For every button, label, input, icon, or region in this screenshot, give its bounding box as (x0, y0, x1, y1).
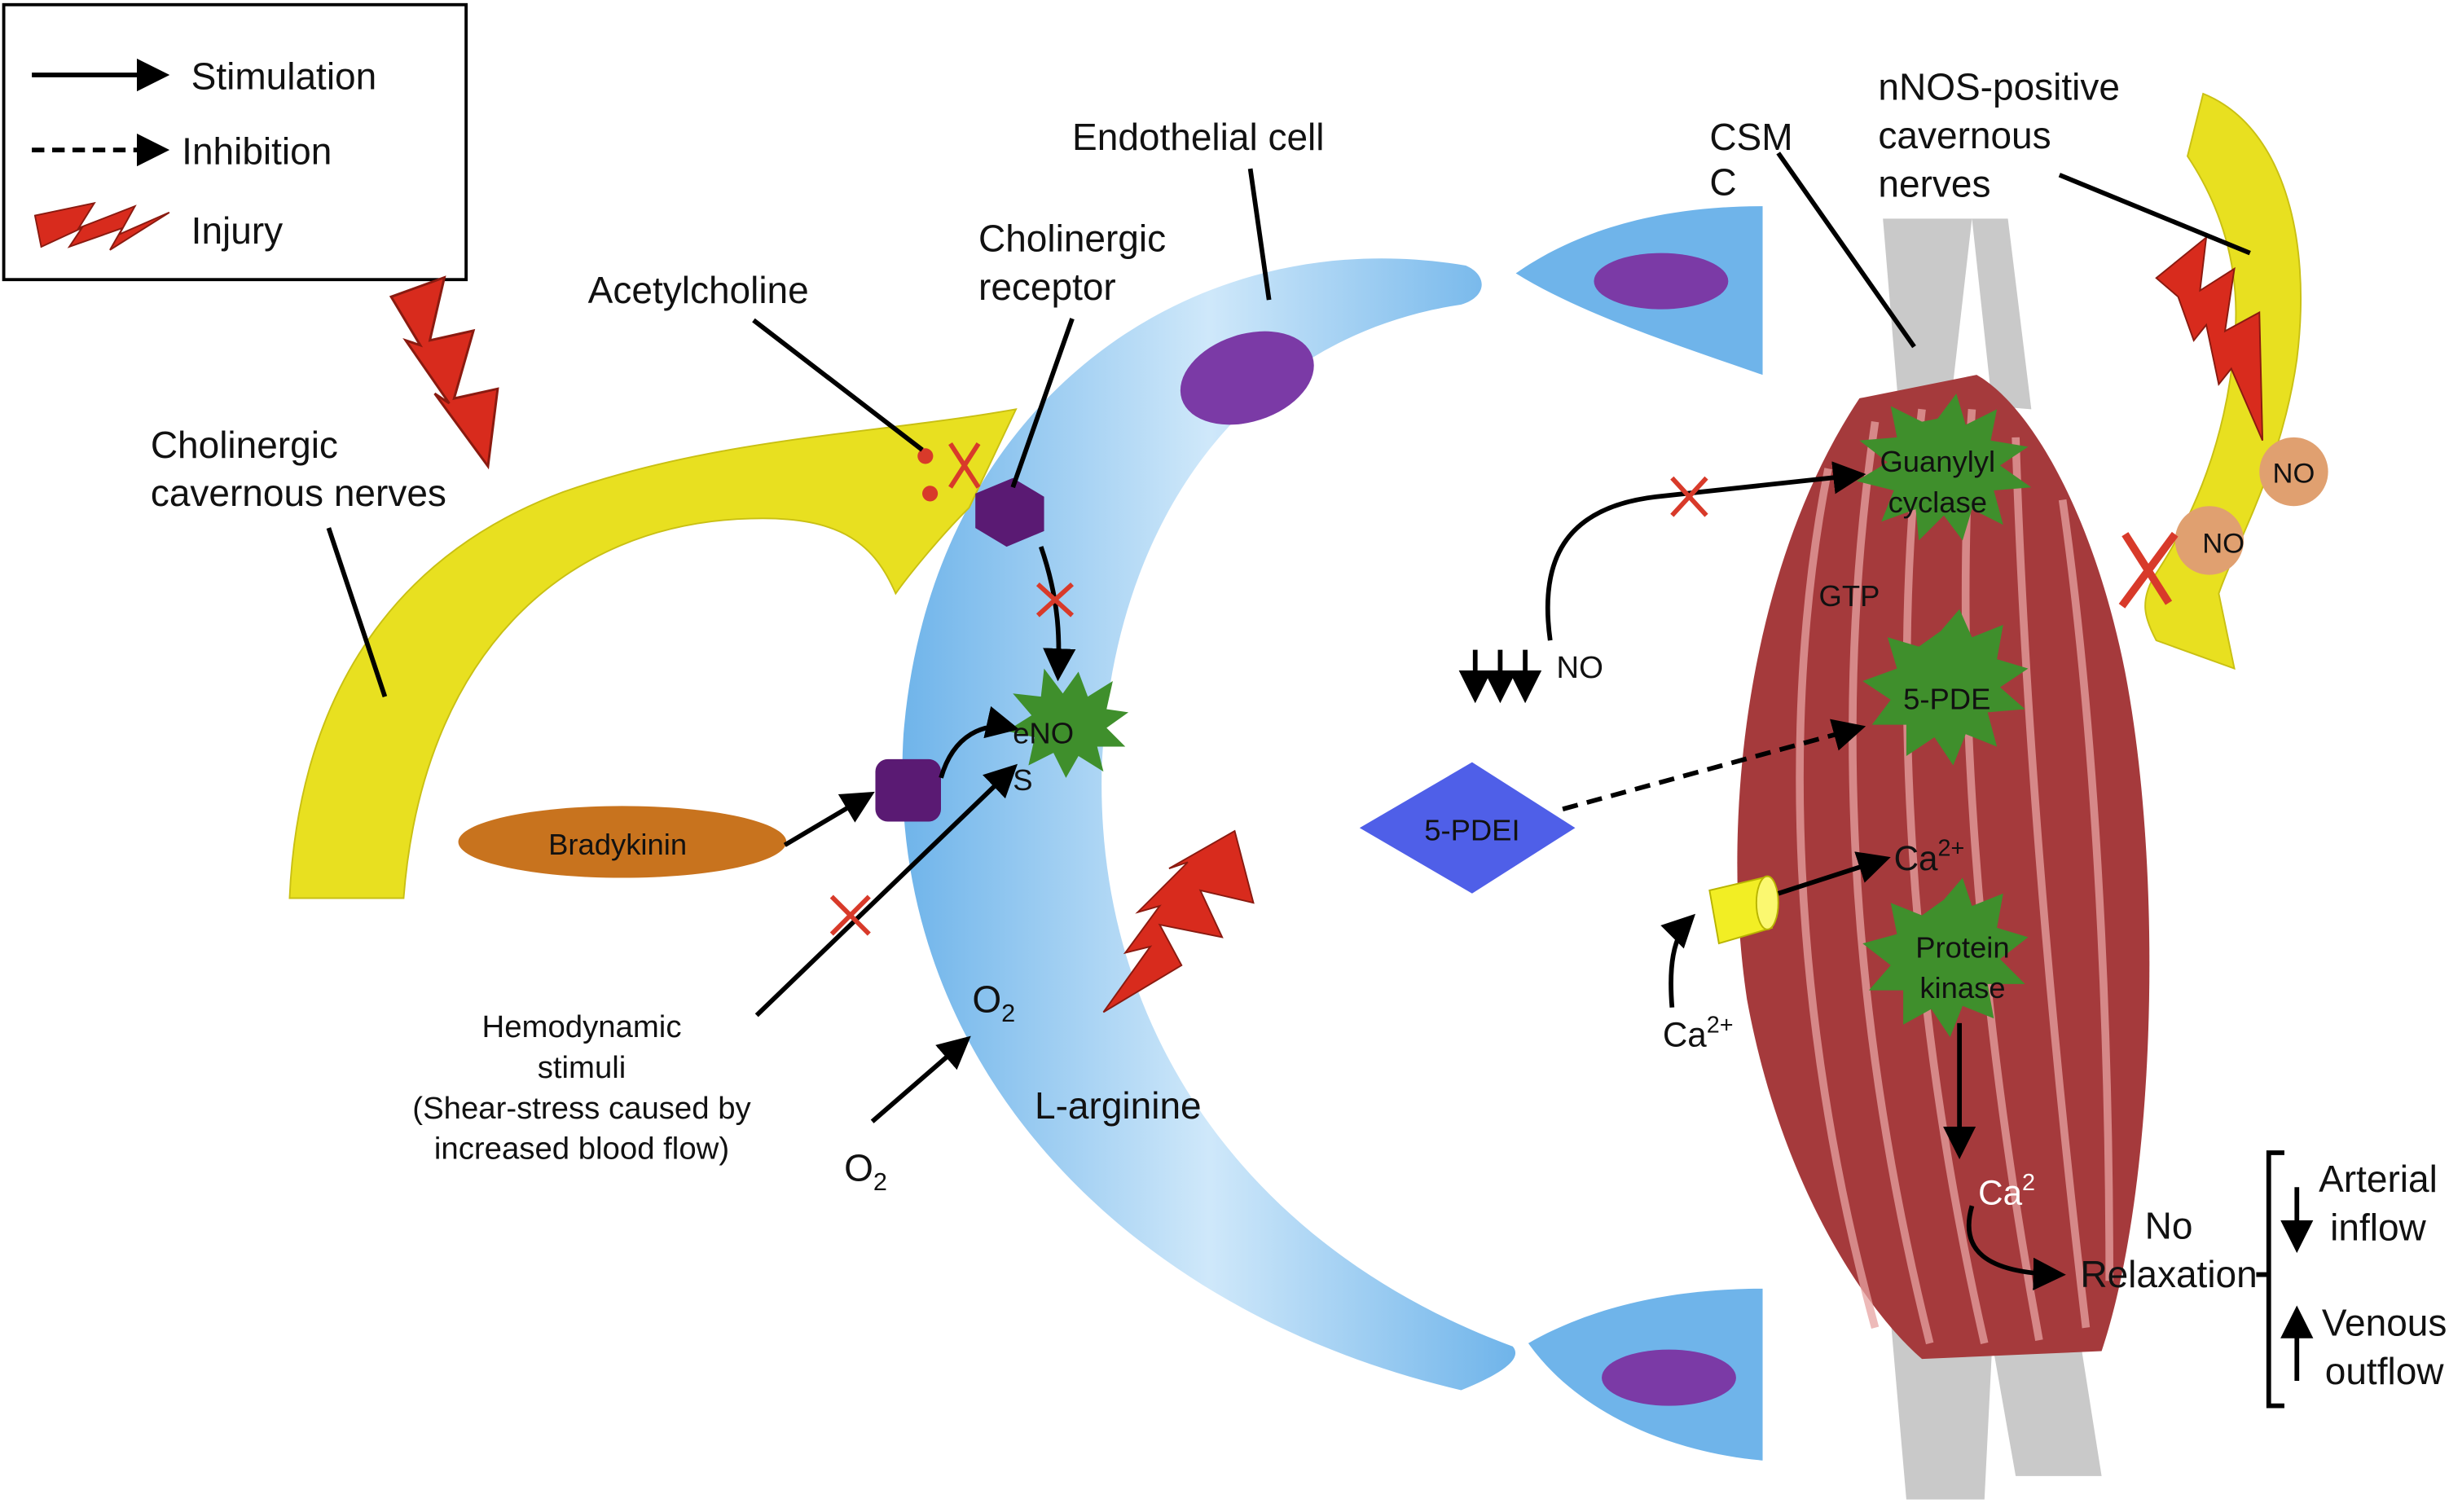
cholinergic-receptor-label-line2: receptor (978, 266, 1116, 308)
bradykinin-label: Bradykinin (548, 828, 687, 861)
legend: Stimulation Inhibition Injury (2, 2, 468, 282)
endothelial-wedge-top-nucleus (1594, 253, 1729, 310)
enos-enzyme (1006, 668, 1129, 778)
hemodynamic-label-line3: (Shear-stress caused by (412, 1091, 751, 1126)
no-relaxation-label-line2: Relaxation (2080, 1253, 2257, 1295)
legend-stimulation-label: Stimulation (191, 55, 377, 97)
nnos-blocked-marker (2118, 531, 2179, 609)
muscle-body (1737, 375, 2150, 1360)
protein-kinase-label-line2: kinase (1919, 971, 2005, 1004)
arterial-inflow-label-line2: inflow (2330, 1206, 2426, 1248)
cholinergic-nerves-label-line1: Cholinergic (151, 424, 338, 466)
pde-inhibitor-label: 5-PDEI (1424, 814, 1519, 847)
pde-inhibitor-diamond (1359, 762, 1576, 894)
cholinergic-receptor (975, 477, 1044, 547)
guanylyl-cyclase-label-line2: cyclase (1888, 486, 1987, 519)
injury-bolt-left (389, 276, 499, 468)
csm-label-line2: C (1709, 161, 1736, 204)
arterial-inflow-label-line1: Arterial (2319, 1158, 2438, 1200)
inhibition-arrow (1562, 719, 1866, 811)
pointer-lines (326, 152, 2251, 698)
tendon-top (1883, 218, 2032, 410)
no-relaxation-label-line1: No (2145, 1204, 2193, 1246)
no-molecule-bottom (2174, 506, 2245, 575)
enos-label-line1: eNO (1013, 717, 1074, 750)
injury-bolt-center (1102, 829, 1255, 1013)
gtp-label: GTP (1819, 579, 1880, 613)
ca-out-label: Ca2+ (1663, 1012, 1734, 1053)
tendon-bottom (1890, 1320, 2102, 1500)
endothelial-crescent (902, 258, 1516, 1391)
cholinergic-nerves-label-line2: cavernous nerves (151, 472, 446, 514)
l-arginine-label: L-arginine (1035, 1084, 1202, 1127)
o2-inner-label: O2 (972, 978, 1015, 1027)
endothelial-cell-label: Endothelial cell (1072, 116, 1324, 158)
nnos-label-line2: cavernous (1878, 114, 2051, 156)
calcium-channel-opening (1755, 875, 1779, 930)
injury-icon (33, 201, 170, 251)
venous-outflow-label-line2: outflow (2325, 1350, 2445, 1392)
outcome-bracket (2256, 1150, 2284, 1409)
o2-outer-label: O2 (844, 1147, 887, 1197)
blocked-markers (829, 442, 1708, 936)
ca-in-label: Ca2+ (1894, 836, 1965, 877)
hemodynamic-label-line4: increased blood flow) (434, 1132, 729, 1167)
guanylyl-cyclase-enzyme (1856, 393, 2032, 541)
pathway-arrows (754, 461, 2314, 1381)
protein-kinase-label-line1: Protein (1915, 930, 2009, 964)
endothelial-wedge-bottom-nucleus (1602, 1349, 1736, 1406)
ca-low-label: Ca2 (1978, 1170, 2035, 1211)
enos-label-line2: S (1013, 763, 1032, 797)
acetylcholine-molecule (921, 486, 939, 502)
no-bottom-label: NO (2202, 529, 2245, 560)
acetylcholine-label: Acetylcholine (588, 269, 809, 311)
no-low-label: NO (1556, 650, 1603, 685)
no-molecule-top (2259, 437, 2328, 507)
endothelial-nucleus (1180, 331, 1314, 425)
nnos-label-line1: nNOS-positive (1878, 66, 2120, 108)
cholinergic-receptor-label-line1: Cholinergic (978, 218, 1166, 260)
injury-bolt-right (2155, 235, 2264, 442)
legend-injury-label: Injury (191, 209, 283, 252)
no-top-label: NO (2273, 458, 2315, 489)
hemodynamic-label-line2: stimuli (538, 1050, 627, 1085)
nnos-nerve (2144, 92, 2302, 670)
pde5-enzyme (1862, 609, 2029, 766)
protein-kinase-enzyme (1862, 877, 2029, 1038)
pde5-label: 5-PDE (1903, 682, 1990, 715)
hemodynamic-label-line1: Hemodynamic (482, 1009, 682, 1044)
csm-label: CSM (1709, 116, 1792, 158)
nnos-label-line3: nerves (1878, 163, 1990, 205)
bradykinin-receptor (875, 758, 941, 822)
guanylyl-cyclase-label-line1: Guanylyl (1880, 445, 1995, 478)
venous-outflow-label-line1: Venous (2322, 1301, 2447, 1343)
legend-inhibition-label: Inhibition (182, 130, 332, 172)
cavernous-smooth-muscle (1737, 218, 2150, 1500)
acetylcholine-molecule (917, 448, 934, 464)
bradykinin-molecule (458, 806, 787, 878)
cholinergic-nerve (288, 408, 1018, 899)
endothelial-cell-band (902, 258, 1516, 1391)
